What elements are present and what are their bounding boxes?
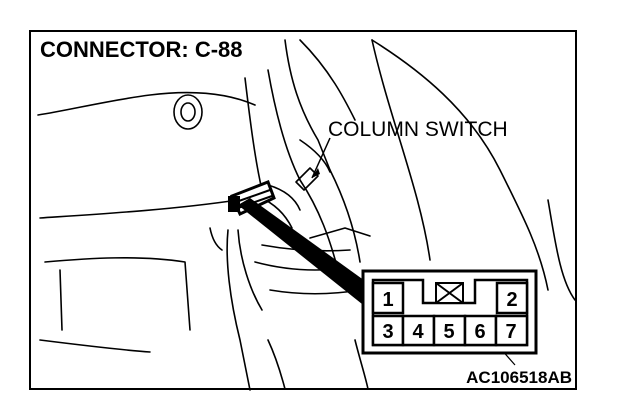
pin-label-1: 1 — [382, 289, 393, 311]
pin-cell-2 — [495, 281, 529, 315]
figure-code: AC106518AB — [466, 368, 572, 387]
pin-label-3: 3 — [382, 321, 393, 343]
pin-cell-1 — [371, 281, 405, 315]
pointer-wedge — [238, 198, 372, 304]
pin-label-7: 7 — [505, 321, 516, 343]
connector-pinout: 1 2 3 4 5 6 7 — [361, 269, 538, 355]
pin-label-5: 5 — [443, 321, 454, 343]
pin-label-4: 4 — [412, 321, 424, 343]
pin-label-2: 2 — [506, 289, 517, 311]
diagram-title: CONNECTOR: C-88 — [40, 37, 243, 62]
steering-column-illustration — [37, 39, 576, 391]
empty-cavity-x — [435, 282, 464, 304]
pin-label-6: 6 — [474, 321, 485, 343]
pin-cell-5 — [432, 314, 467, 347]
column-switch-label: COLUMN SWITCH — [328, 118, 508, 141]
knob-outline — [173, 94, 203, 130]
pin-cell-7 — [494, 314, 529, 347]
column-switch-leader — [311, 137, 331, 179]
